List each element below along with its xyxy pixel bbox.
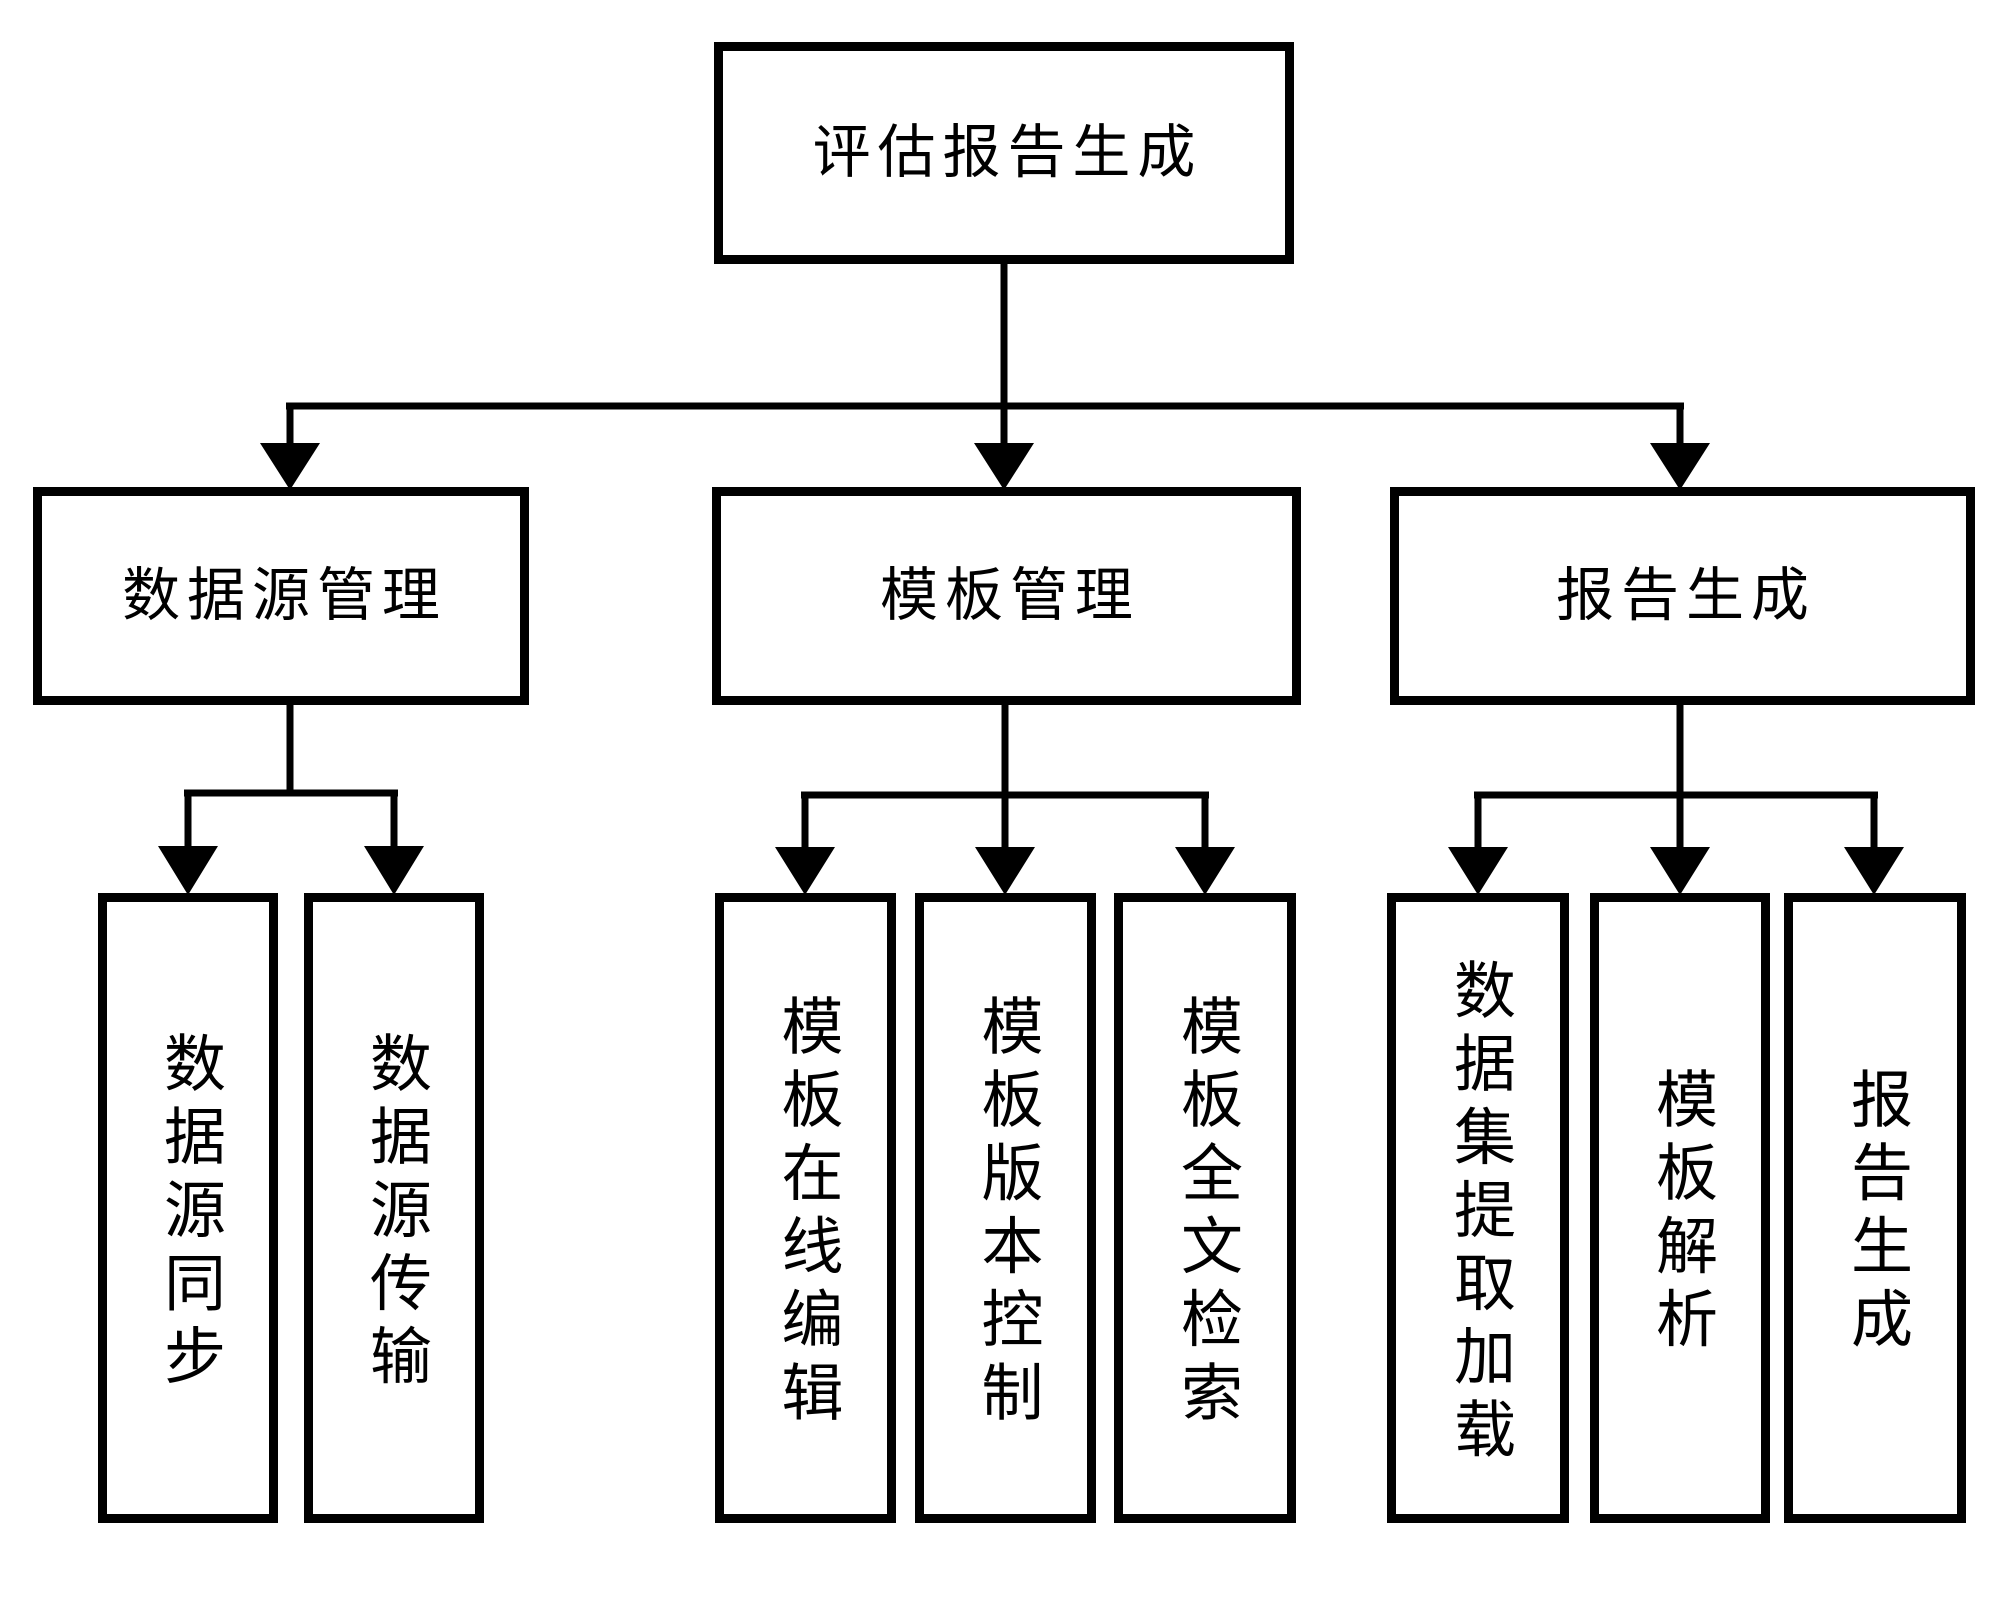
node-report-generation: 报告生成 [1390, 487, 1975, 705]
node-template-version-control: 模板版本控制 [915, 893, 1096, 1523]
node-data-source-transfer: 数据源传输 [304, 893, 484, 1523]
connector-arrowhead [974, 443, 1034, 490]
connector-arrowhead [158, 846, 218, 895]
node-label: 报告生成 [1556, 563, 1816, 628]
node-evaluation-report-generation: 评估报告生成 [714, 42, 1294, 264]
node-report-generation-leaf: 报告生成 [1784, 893, 1966, 1523]
connector-arrowhead [1448, 847, 1508, 895]
node-label: 评估报告生成 [812, 120, 1203, 185]
connector-arrowhead [364, 846, 424, 895]
connector-arrowhead [260, 443, 320, 490]
node-label: 报告生成 [1841, 1067, 1909, 1360]
node-label: 数据源传输 [360, 1030, 428, 1397]
node-label: 模板版本控制 [971, 994, 1040, 1434]
connector-arrowhead [1175, 847, 1235, 895]
connector-arrowhead [1650, 847, 1710, 895]
node-label: 模板解析 [1646, 1067, 1714, 1360]
node-template-online-editing: 模板在线编辑 [715, 893, 896, 1523]
node-template-fulltext-search: 模板全文检索 [1114, 893, 1296, 1523]
connector-branch0-to-leaves [158, 701, 424, 895]
connector-arrowhead [975, 847, 1035, 895]
node-template-management: 模板管理 [712, 487, 1301, 705]
node-label: 模板全文检索 [1171, 994, 1239, 1434]
node-label: 模板管理 [880, 563, 1140, 628]
node-template-parsing: 模板解析 [1590, 893, 1770, 1523]
node-dataset-extract-load: 数据集提取加载 [1387, 893, 1569, 1523]
connector-arrowhead [1844, 847, 1904, 895]
connector-arrowhead [1650, 443, 1710, 490]
connector-root-to-branches [260, 262, 1710, 490]
node-label: 数据集提取加载 [1444, 957, 1512, 1470]
node-label: 模板在线编辑 [771, 994, 840, 1434]
node-label: 数据源同步 [154, 1030, 222, 1397]
connector-branch2-to-leaves [1448, 701, 1904, 895]
node-data-source-management: 数据源管理 [33, 487, 529, 705]
node-label: 数据源管理 [122, 563, 447, 628]
connector-branch1-to-leaves [775, 701, 1235, 895]
node-data-source-sync: 数据源同步 [98, 893, 278, 1523]
connector-arrowhead [775, 847, 835, 895]
